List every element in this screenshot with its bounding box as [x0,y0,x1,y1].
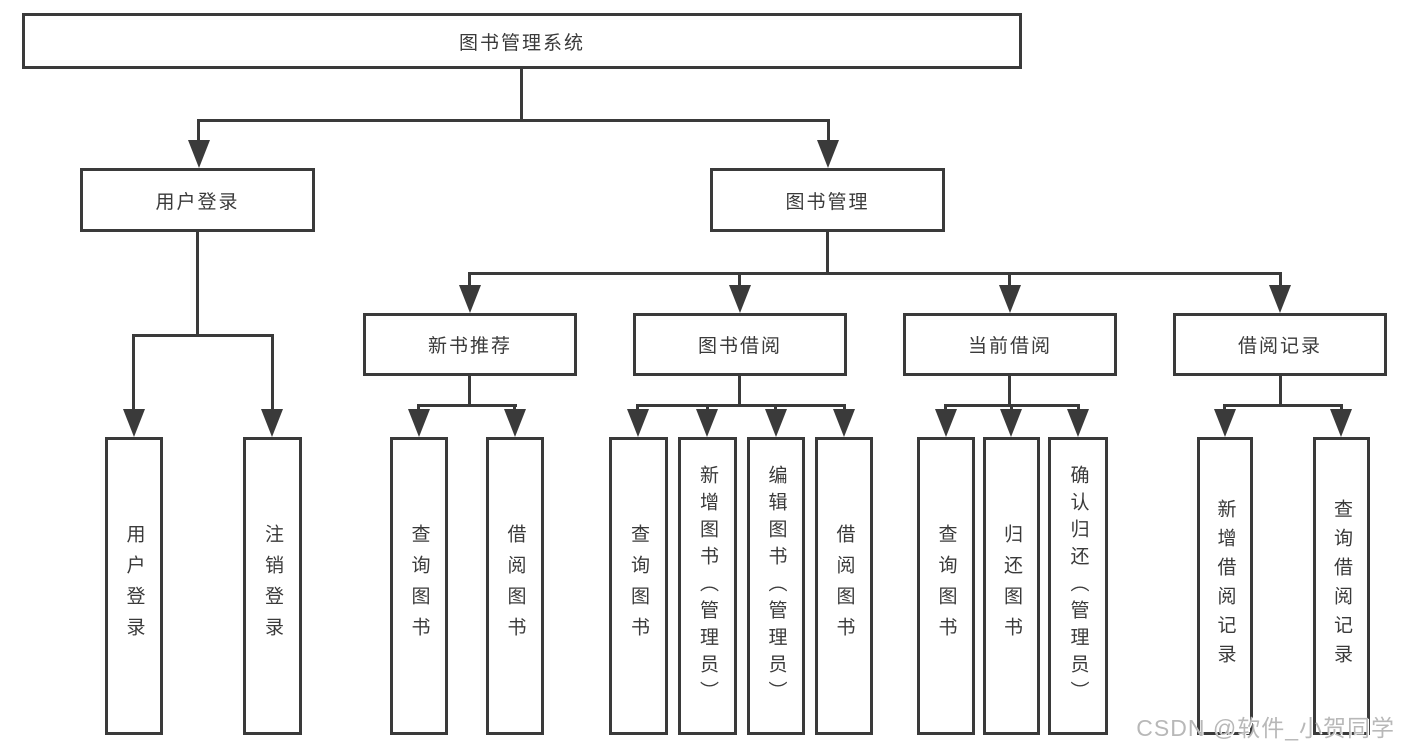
leaf-confirm-return-admin: 确认归还（管理员） [1048,437,1108,735]
connector-line [468,376,471,406]
connector-line [132,334,135,412]
node-book-borrow-label: 图书借阅 [697,336,782,357]
connector-line [197,119,200,144]
connector-line [738,376,741,406]
leaf-logout-label: 注销登录 [262,524,283,648]
connector-line [417,404,517,407]
connector-line [271,334,274,412]
arrowhead-down-icon [408,409,430,437]
leaf-add-book-admin-label: 新增图书（管理员） [697,464,718,708]
arrowhead-down-icon [696,409,718,437]
connector-line [197,119,830,122]
node-library-system: 图书管理系统 [22,13,1022,69]
node-current-borrow-label: 当前借阅 [967,336,1052,357]
connector-line [1279,376,1282,406]
connector-line [520,69,523,121]
connector-line [1223,404,1343,407]
node-book-management-label: 图书管理 [785,191,870,213]
connector-line [636,404,846,407]
leaf-add-book-admin: 新增图书（管理员） [678,437,737,735]
leaf-borrow-query-book-label: 查询图书 [628,524,649,648]
node-current-borrow: 当前借阅 [903,313,1117,376]
node-library-system-label: 图书管理系统 [458,32,585,54]
leaf-borrow-book-label: 借阅图书 [833,524,855,648]
csdn-watermark: CSDN @软件_小贺同学 [1136,715,1395,741]
arrowhead-down-icon [459,285,481,313]
leaf-borrow-book: 借阅图书 [815,437,873,735]
arrowhead-down-icon [504,409,526,437]
leaf-edit-book-admin-label: 编辑图书（管理员） [765,464,787,708]
arrowhead-down-icon [1269,285,1291,313]
connector-line [468,272,471,288]
connector-line [196,232,199,337]
leaf-recommend-borrow-book-label: 借阅图书 [504,524,526,648]
leaf-current-query-book: 查询图书 [917,437,975,735]
leaf-add-borrow-record-label: 新增借阅记录 [1214,499,1236,673]
leaf-edit-book-admin: 编辑图书（管理员） [747,437,805,735]
node-user-login-label: 用户登录 [155,191,240,213]
arrowhead-down-icon [1000,409,1022,437]
arrowhead-down-icon [1214,409,1236,437]
leaf-add-borrow-record: 新增借阅记录 [1197,437,1253,735]
leaf-confirm-return-admin-label: 确认归还（管理员） [1067,464,1089,708]
arrowhead-down-icon [729,285,751,313]
leaf-query-borrow-record: 查询借阅记录 [1313,437,1370,735]
arrowhead-down-icon [123,409,145,437]
leaf-logout: 注销登录 [243,437,302,735]
node-book-management: 图书管理 [710,168,945,232]
connector-line [738,272,741,288]
node-borrow-records: 借阅记录 [1173,313,1387,376]
arrowhead-down-icon [261,409,283,437]
arrowhead-down-icon [817,140,839,168]
leaf-recommend-borrow-book: 借阅图书 [486,437,544,735]
node-new-book-recommend: 新书推荐 [363,313,577,376]
arrowhead-down-icon [765,409,787,437]
connector-line [826,232,829,274]
connector-line [1008,376,1011,406]
arrowhead-down-icon [627,409,649,437]
leaf-user-login-label: 用户登录 [123,524,145,648]
node-book-borrow: 图书借阅 [633,313,847,376]
arrowhead-down-icon [1067,409,1089,437]
connector-line [468,272,1282,275]
leaf-return-book: 归还图书 [983,437,1040,735]
node-user-login: 用户登录 [80,168,315,232]
connector-line [1279,272,1282,288]
leaf-recommend-query-book-label: 查询图书 [408,524,430,648]
leaf-query-borrow-record-label: 查询借阅记录 [1331,499,1352,673]
node-new-book-recommend-label: 新书推荐 [427,336,512,357]
leaf-borrow-query-book: 查询图书 [609,437,668,735]
leaf-current-query-book-label: 查询图书 [935,524,957,648]
leaf-return-book-label: 归还图书 [1001,524,1022,648]
node-borrow-records-label: 借阅记录 [1237,336,1322,357]
leaf-user-login: 用户登录 [105,437,163,735]
arrowhead-down-icon [999,285,1021,313]
connector-line [1008,272,1011,288]
arrowhead-down-icon [188,140,210,168]
arrowhead-down-icon [935,409,957,437]
connector-line [132,334,274,337]
connector-line [827,119,830,144]
arrowhead-down-icon [1330,409,1352,437]
leaf-recommend-query-book: 查询图书 [390,437,448,735]
arrowhead-down-icon [833,409,855,437]
